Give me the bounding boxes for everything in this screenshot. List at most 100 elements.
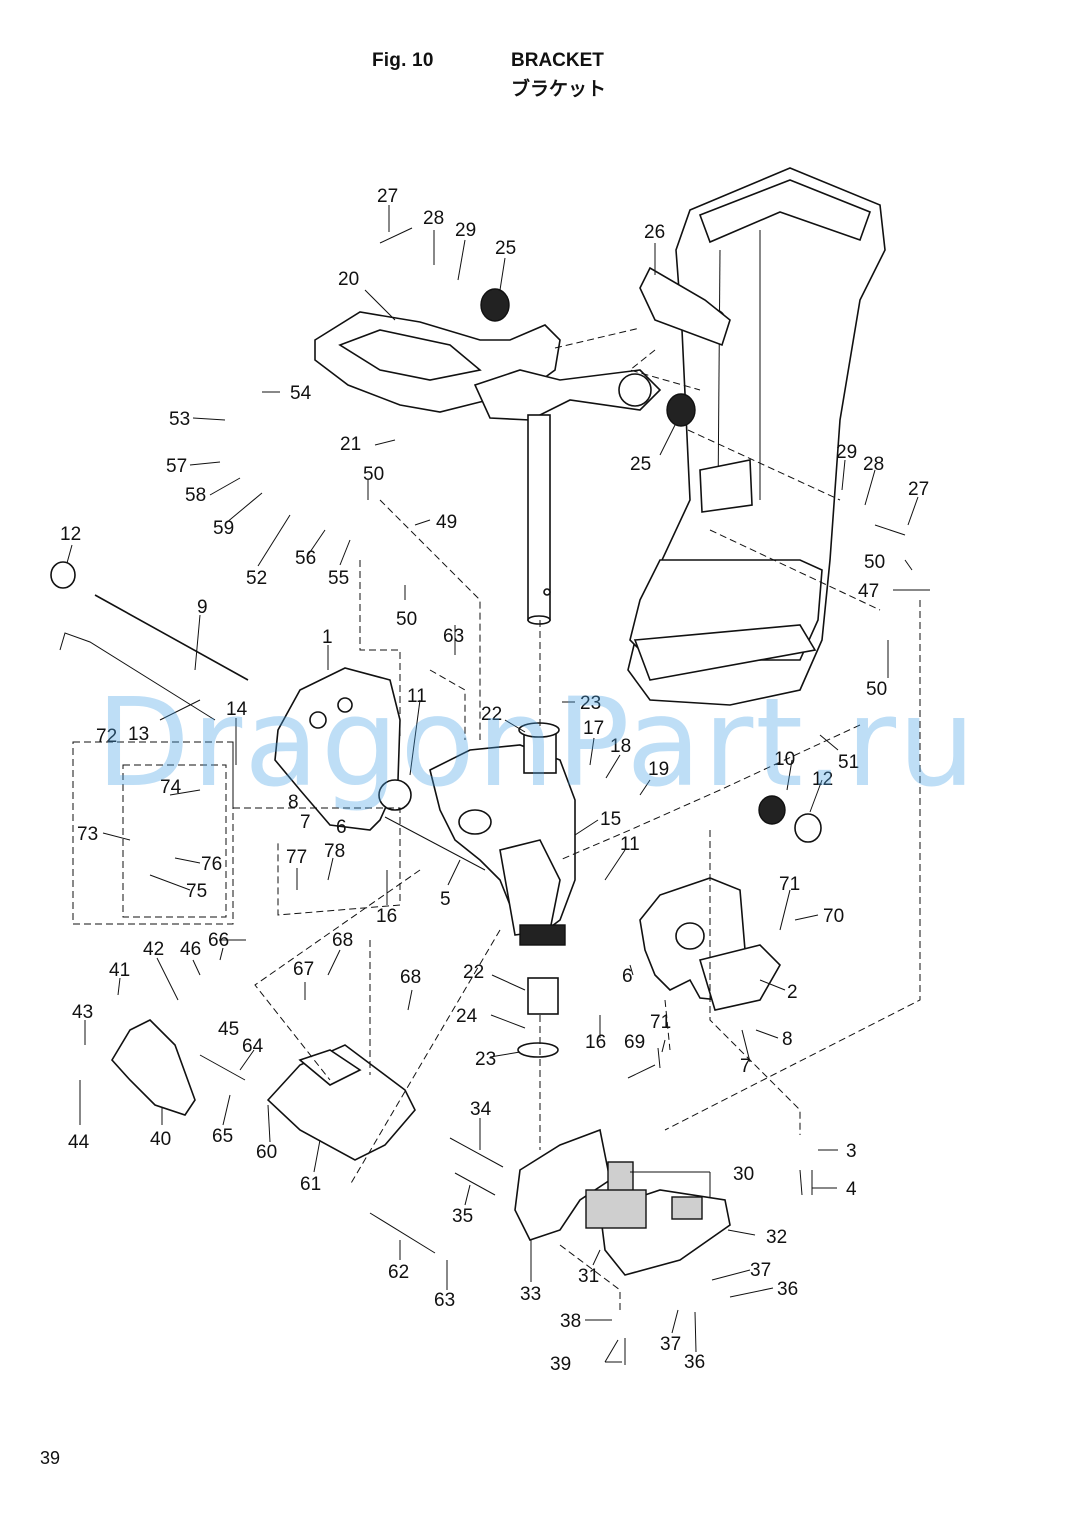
callout-29: 29: [455, 220, 476, 241]
callout-16b: 16: [585, 1032, 606, 1053]
callout-56: 56: [295, 548, 316, 569]
callout-11b: 11: [620, 834, 640, 855]
callout-12: 12: [60, 524, 81, 545]
callout-55: 55: [328, 568, 349, 589]
callout-36: 36: [777, 1279, 798, 1300]
callout-30: 30: [733, 1164, 754, 1185]
callout-29b: 29: [836, 442, 857, 463]
stern-bracket-left: [274, 667, 412, 831]
callout-21: 21: [340, 434, 361, 455]
callout-61: 61: [300, 1174, 321, 1195]
callout-50c: 50: [864, 552, 885, 573]
callout-66: 66: [208, 930, 229, 951]
callout-9: 9: [197, 597, 208, 618]
callout-37b: 37: [660, 1334, 681, 1355]
figure-number: Fig. 10: [372, 50, 434, 71]
callout-32: 32: [766, 1227, 787, 1248]
callout-3: 3: [846, 1141, 857, 1162]
tilt-support: [111, 1019, 196, 1116]
callout-22: 22: [481, 704, 502, 725]
callout-labels: 1 2 3 4 5 6 6 7 7 8 8 9 10 11 11 12 12 1…: [60, 186, 929, 1375]
callout-63: 63: [443, 626, 464, 647]
callout-39: 39: [550, 1354, 571, 1375]
callout-65: 65: [212, 1126, 233, 1147]
callout-74: 74: [160, 777, 182, 798]
callout-71: 71: [779, 874, 800, 895]
callout-31: 31: [578, 1266, 599, 1287]
callout-45: 45: [218, 1019, 239, 1040]
stern-bracket-right: [639, 877, 781, 1011]
callout-1: 1: [322, 627, 333, 648]
callout-35: 35: [452, 1206, 473, 1227]
callout-27: 27: [377, 186, 398, 207]
callout-41: 41: [109, 960, 130, 981]
callout-42: 42: [143, 939, 164, 960]
callout-75: 75: [186, 881, 207, 902]
callout-37: 37: [750, 1260, 771, 1281]
callout-11: 11: [407, 686, 427, 707]
callout-10: 10: [774, 749, 795, 770]
callout-44: 44: [68, 1132, 90, 1153]
page-number: 39: [40, 1448, 61, 1468]
leader-lines: [66, 205, 930, 1363]
callout-18: 18: [610, 736, 631, 757]
figure-title: BRACKET: [511, 50, 604, 71]
callout-77: 77: [286, 847, 307, 868]
callout-24: 24: [456, 1006, 478, 1027]
callout-70: 70: [823, 906, 844, 927]
figure-title-japanese: ブラケット: [511, 79, 607, 100]
callout-13: 13: [128, 724, 149, 745]
callout-8b: 8: [782, 1029, 793, 1050]
callout-33: 33: [520, 1284, 541, 1305]
callout-73: 73: [77, 824, 98, 845]
callout-46: 46: [180, 939, 201, 960]
callout-69: 69: [624, 1032, 645, 1053]
callout-49: 49: [436, 512, 457, 533]
callout-2: 2: [787, 982, 798, 1003]
callout-53: 53: [169, 409, 190, 430]
clamp-bracket: [514, 1128, 731, 1276]
callout-27b: 27: [908, 479, 929, 500]
callout-6: 6: [336, 817, 347, 838]
callout-78: 78: [324, 841, 345, 862]
callout-68: 68: [332, 930, 353, 951]
callout-60: 60: [256, 1142, 277, 1163]
callout-71b: 71: [650, 1012, 671, 1033]
callout-26: 26: [644, 222, 665, 243]
callout-16: 16: [376, 906, 397, 927]
callout-40: 40: [150, 1129, 171, 1150]
callout-72: 72: [96, 726, 117, 747]
callout-5: 5: [440, 889, 451, 910]
callout-52: 52: [246, 568, 267, 589]
drive-shaft-housing: [627, 167, 886, 706]
callout-76: 76: [201, 854, 222, 875]
callout-17: 17: [583, 718, 604, 739]
callout-43: 43: [72, 1002, 93, 1023]
callout-19: 19: [648, 759, 669, 780]
rubber-mounts: [50, 288, 822, 1058]
callout-23b: 23: [475, 1049, 496, 1070]
callout-51: 51: [838, 752, 859, 773]
callout-7b: 7: [740, 1056, 751, 1077]
callout-64: 64: [242, 1036, 264, 1057]
callout-12b: 12: [812, 769, 833, 790]
callout-59: 59: [213, 518, 234, 539]
callout-62: 62: [388, 1262, 409, 1283]
callout-67: 67: [293, 959, 314, 980]
callout-22b: 22: [463, 962, 484, 983]
callout-4: 4: [846, 1179, 857, 1200]
callout-7: 7: [300, 812, 311, 833]
callout-54: 54: [290, 383, 312, 404]
callout-20: 20: [338, 269, 359, 290]
callout-50: 50: [363, 464, 384, 485]
assembly-group-boxes: [72, 327, 921, 1310]
steering-shaft: [527, 414, 551, 625]
callout-6b: 6: [622, 966, 633, 987]
callout-36b: 36: [684, 1352, 705, 1373]
swivel-bracket: [429, 744, 576, 946]
watermark: DragonPart.ru: [96, 672, 978, 814]
callout-25b: 25: [630, 454, 651, 475]
callout-15: 15: [600, 809, 621, 830]
steering-handle-bracket: [314, 311, 662, 421]
